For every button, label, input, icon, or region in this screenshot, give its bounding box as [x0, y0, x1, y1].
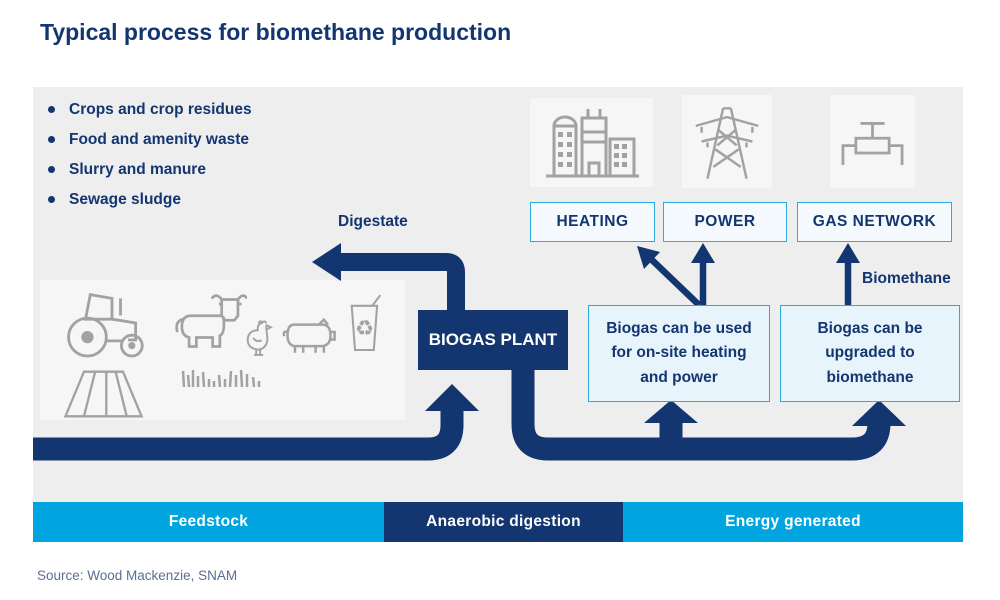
factory-buildings-icon [546, 109, 639, 178]
recycle-bin-icon: ♻ [350, 294, 382, 352]
process-stage-bar: Feedstock Anaerobic digestion Energy gen… [33, 502, 963, 542]
power-box: POWER [663, 202, 787, 242]
list-item: Crops and crop residues [48, 101, 252, 118]
field-icon [63, 370, 144, 418]
feedstock-item-label: Crops and crop residues [69, 100, 252, 118]
feedstock-item-label: Slurry and manure [69, 160, 206, 178]
bullet-dot [48, 136, 55, 143]
power-pylon-icon [695, 107, 759, 179]
feedstock-item-label: Sewage sludge [69, 190, 181, 208]
stage-feedstock: Feedstock [33, 502, 384, 542]
biogas-upgrade-info-box: Biogas can be upgraded to biomethane [780, 305, 960, 402]
gas-network-box: GAS NETWORK [797, 202, 952, 242]
list-item: Slurry and manure [48, 161, 252, 178]
bullet-dot [48, 166, 55, 173]
gas-network-icon-tile [830, 95, 915, 188]
stage-anaerobic-digestion: Anaerobic digestion [384, 502, 623, 542]
bullet-dot [48, 106, 55, 113]
grass-icon [181, 369, 261, 388]
gas-valve-icon [841, 122, 904, 166]
biomethane-label: Biomethane [862, 270, 951, 287]
chicken-icon [246, 320, 273, 356]
list-item: Food and amenity waste [48, 131, 252, 148]
pig-icon [282, 318, 336, 353]
tractor-icon [67, 292, 144, 358]
biogas-plant-box: BIOGAS PLANT [418, 310, 568, 370]
source-note: Source: Wood Mackenzie, SNAM [37, 568, 238, 583]
digestate-label: Digestate [338, 213, 408, 230]
cow-icon [175, 294, 247, 348]
bullet-dot [48, 196, 55, 203]
heating-icon-tile [530, 98, 653, 187]
list-item: Sewage sludge [48, 191, 252, 208]
feedstock-icons-tile: ♻ [40, 280, 405, 420]
svg-text:♻: ♻ [355, 316, 374, 340]
feedstock-list: Crops and crop residues Food and amenity… [48, 101, 252, 208]
power-icon-tile [682, 95, 772, 188]
feedstock-item-label: Food and amenity waste [69, 130, 250, 148]
biogas-onsite-info-box: Biogas can be used for on-site heating a… [588, 305, 770, 402]
page-title: Typical process for biomethane productio… [40, 19, 512, 45]
heating-box: HEATING [530, 202, 655, 242]
stage-energy-generated: Energy generated [623, 502, 963, 542]
